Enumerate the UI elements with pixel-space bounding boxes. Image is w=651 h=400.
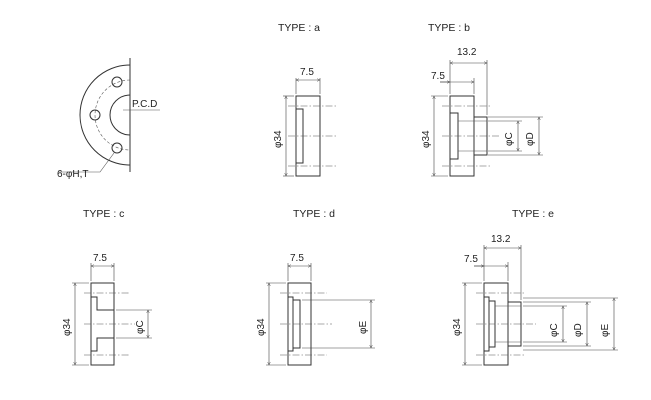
front-view: P.C.D 6-φH,T [57, 58, 160, 180]
type-c-recess [91, 296, 114, 311]
type-c-recess-low [91, 337, 114, 352]
type-d-diaE-label: φE [358, 321, 369, 334]
type-b-diaC-label: φC [504, 132, 515, 146]
type-d-view: TYPE : d 7.5 φ34 φE [256, 208, 375, 366]
type-e-dia34-label: φ34 [452, 318, 463, 336]
type-e-view: TYPE : e 13.2 7.5 φ34 φC φD φE [452, 208, 618, 366]
pcd-circle-arc [94, 79, 131, 151]
type-d-width-label: 7.5 [290, 253, 304, 264]
type-c-title: TYPE : c [83, 208, 124, 220]
pcd-label: P.C.D [132, 99, 157, 110]
bolt-hole-middle [89, 109, 101, 121]
type-a-view: TYPE : a 7.5 φ34 [273, 22, 336, 177]
holes-leader [58, 152, 115, 173]
type-c-diaC-label: φC [135, 320, 146, 334]
type-e-width-label: 7.5 [464, 254, 478, 265]
type-b-dia34-label: φ34 [421, 130, 432, 148]
holes-label: 6-φH,T [57, 169, 88, 180]
type-c-width-label: 7.5 [93, 253, 107, 264]
type-e-overall-label: 13.2 [491, 234, 511, 245]
type-b-view: TYPE : b 13.2 7.5 φ34 φC φD [421, 22, 543, 177]
type-b-diaD-label: φD [525, 132, 536, 146]
flange-outer-arc [79, 64, 131, 166]
type-e-diaE-label: φE [600, 324, 611, 337]
type-c-dia34-label: φ34 [62, 318, 73, 336]
type-d-dia34-label: φ34 [256, 318, 267, 336]
type-d-bore [293, 299, 301, 349]
type-e-title: TYPE : e [512, 208, 554, 220]
type-c-view: TYPE : c 7.5 φ34 φC [62, 208, 152, 366]
type-b-title: TYPE : b [428, 22, 470, 34]
flange-bore-arc [109, 94, 131, 136]
type-b-overall-label: 13.2 [457, 47, 477, 58]
type-e-diaD-label: φD [573, 323, 584, 337]
type-e-diaC-label: φC [549, 323, 560, 337]
bolt-hole-bottom [111, 142, 123, 154]
type-a-title: TYPE : a [278, 22, 320, 34]
bolt-hole-top [111, 76, 123, 88]
type-b-width-label: 7.5 [431, 71, 445, 82]
type-a-dia34-label: φ34 [273, 130, 284, 148]
type-d-title: TYPE : d [293, 208, 335, 220]
type-a-width-label: 7.5 [300, 67, 314, 78]
